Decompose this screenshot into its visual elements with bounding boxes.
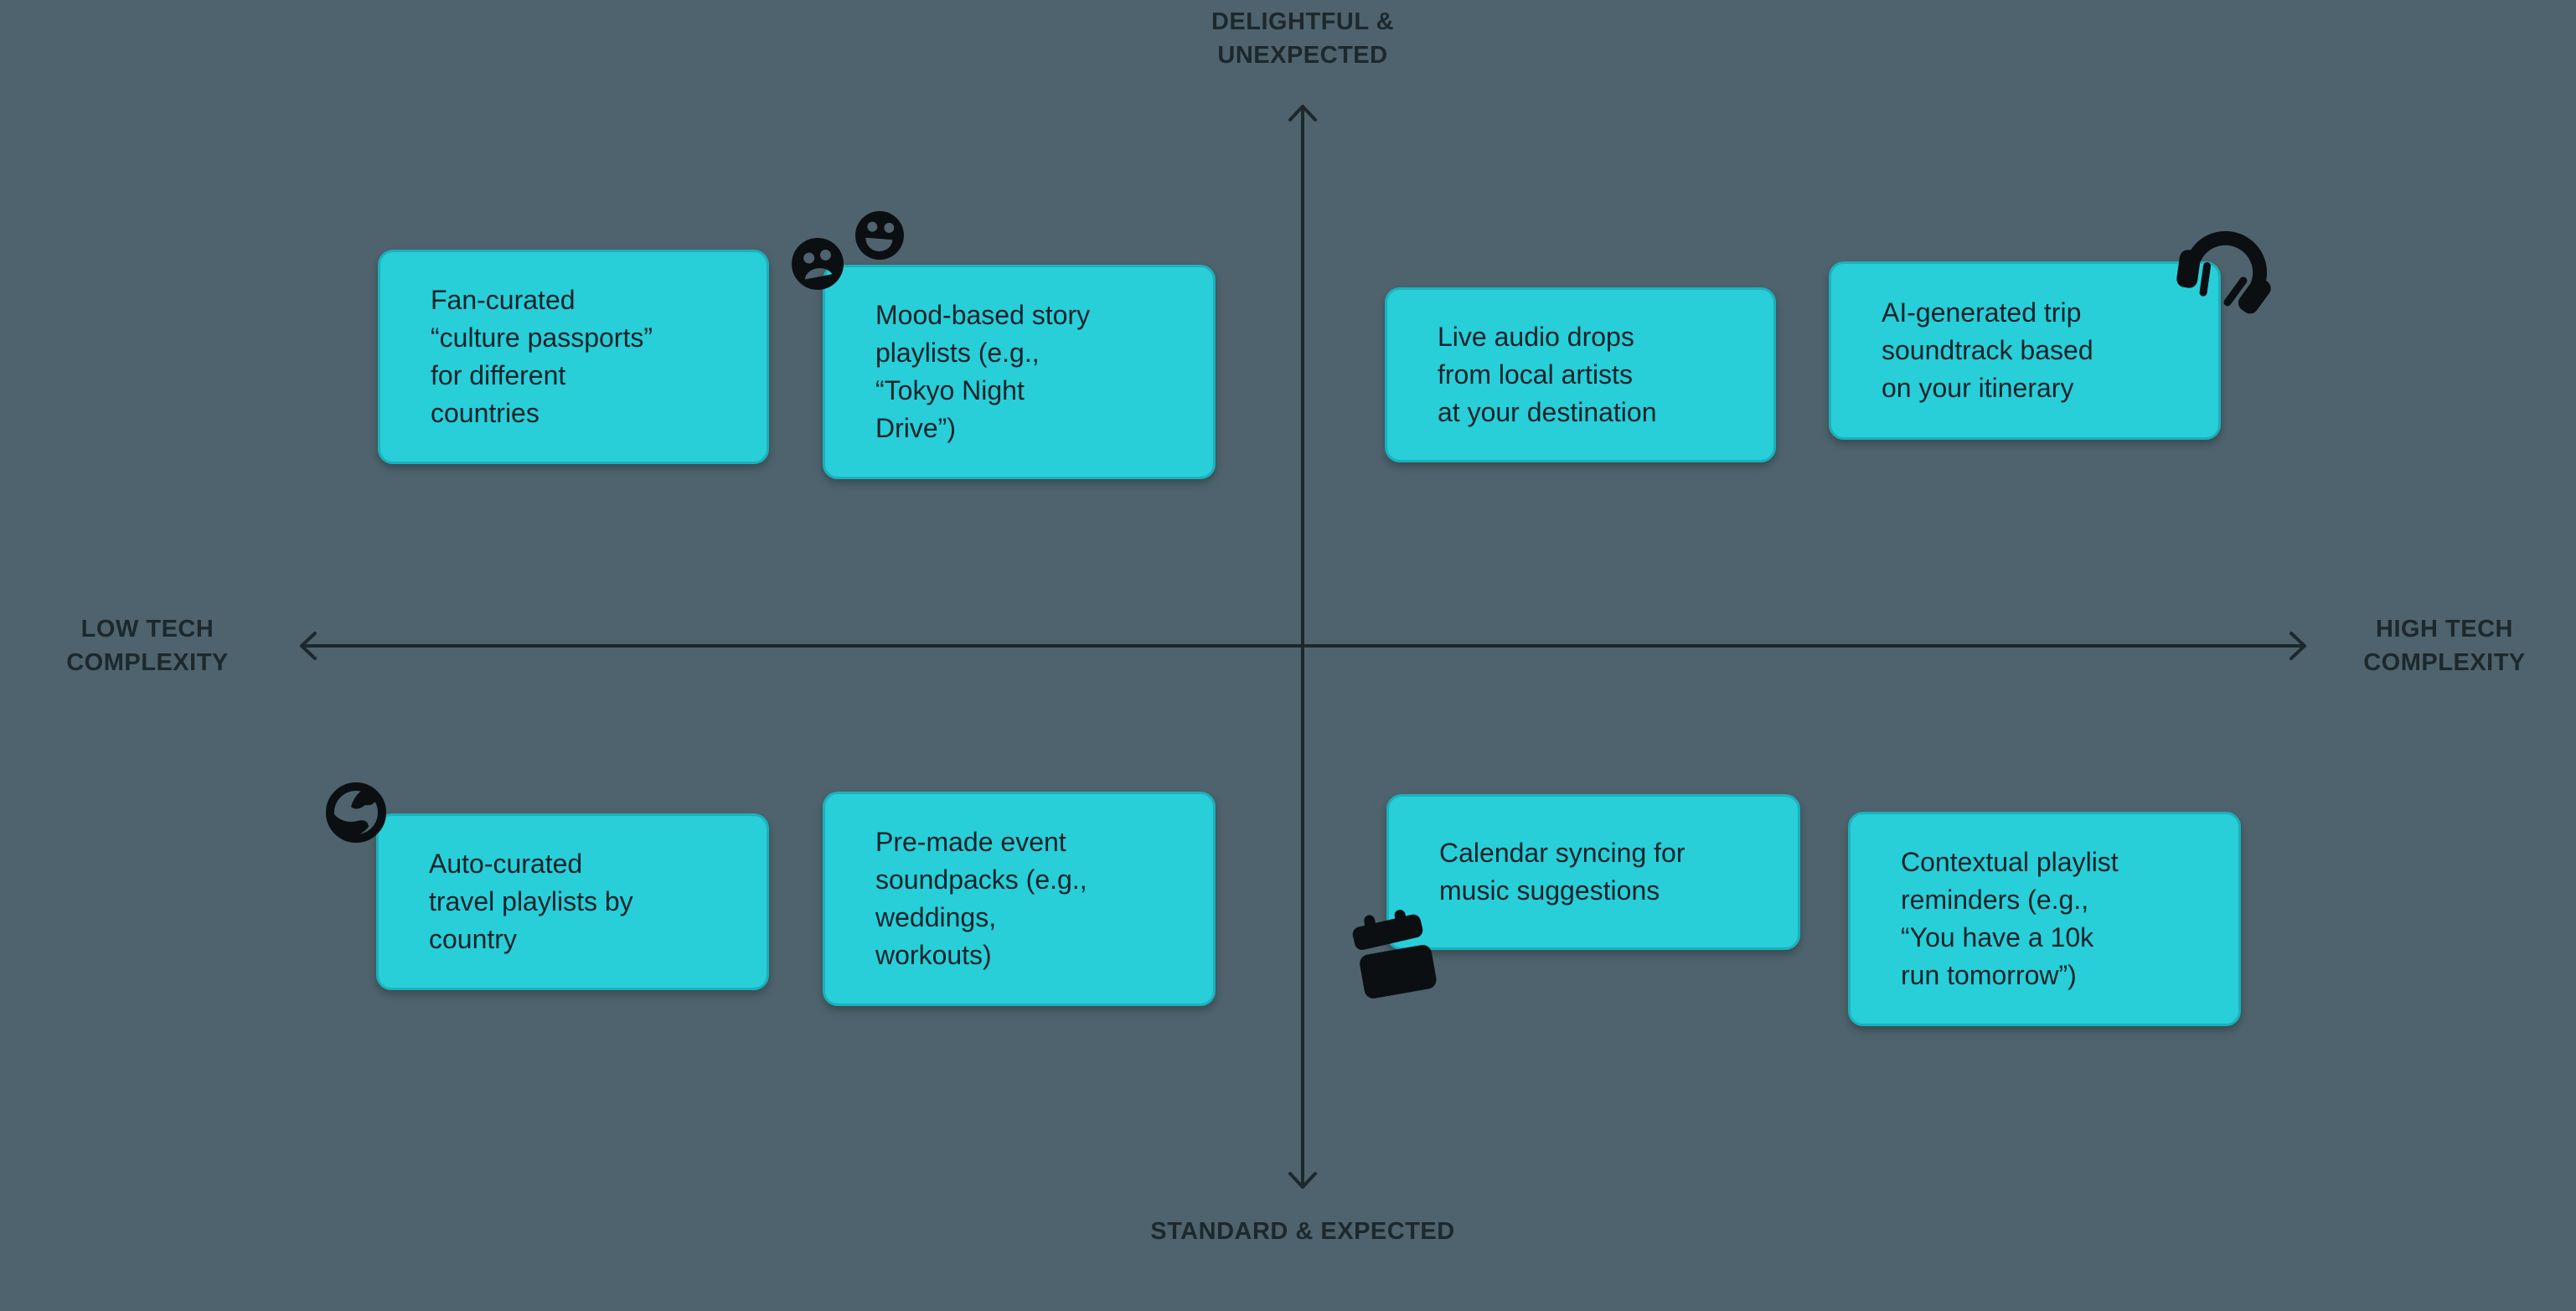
- axis-label-standard: STANDARD & EXPECTED: [1150, 1218, 1455, 1245]
- headphones-icon[interactable]: [2161, 202, 2293, 338]
- calendar-icon[interactable]: [1347, 905, 1442, 1006]
- note-text: Mood-based story playlists (e.g., “Tokyo…: [875, 300, 1091, 443]
- sticky-note-ai-trip-soundtrack[interactable]: AI-generated trip soundtrack based on yo…: [1829, 261, 2221, 440]
- note-text: Auto-curated travel playlists by country: [429, 849, 633, 954]
- sticky-note-fan-culture-passports[interactable]: Fan-curated “culture passports” for diff…: [378, 250, 769, 464]
- globe-icon[interactable]: [326, 782, 386, 843]
- note-text: Pre-made event soundpacks (e.g., wedding…: [875, 827, 1087, 970]
- note-text: Calendar syncing for music suggestions: [1439, 838, 1685, 906]
- sticky-note-mood-story-playlists[interactable]: Mood-based story playlists (e.g., “Tokyo…: [823, 265, 1216, 479]
- sticky-note-auto-travel-playlists[interactable]: Auto-curated travel playlists by country: [376, 813, 769, 990]
- sticky-note-premade-soundpacks[interactable]: Pre-made event soundpacks (e.g., wedding…: [823, 792, 1216, 1006]
- note-text: Live audio drops from local artists at y…: [1438, 322, 1657, 427]
- right-arrowhead-icon: [2289, 632, 2306, 660]
- axis-label-high-tech: HIGH TECH COMPLEXITY: [2363, 616, 2526, 676]
- sticky-note-live-audio-drops[interactable]: Live audio drops from local artists at y…: [1385, 287, 1776, 462]
- smiling-face-icon[interactable]: [851, 207, 908, 264]
- note-text: Fan-curated “culture passports” for diff…: [431, 285, 653, 428]
- axis-label-delightful: DELIGHTFUL & UNEXPECTED: [1211, 8, 1395, 69]
- sticky-note-contextual-reminders[interactable]: Contextual playlist reminders (e.g., “Yo…: [1848, 812, 2241, 1026]
- left-arrowhead-icon: [300, 632, 317, 660]
- down-arrowhead-icon: [1288, 1172, 1317, 1189]
- sticky-note-calendar-syncing[interactable]: Calendar syncing for music suggestions: [1386, 794, 1800, 950]
- axis-label-low-tech: LOW TECH COMPLEXITY: [66, 616, 229, 676]
- frowning-face-icon[interactable]: [788, 235, 847, 293]
- note-text: Contextual playlist reminders (e.g., “Yo…: [1901, 847, 2119, 990]
- note-text: AI-generated trip soundtrack based on yo…: [1882, 297, 2093, 403]
- up-arrowhead-icon: [1288, 105, 1317, 121]
